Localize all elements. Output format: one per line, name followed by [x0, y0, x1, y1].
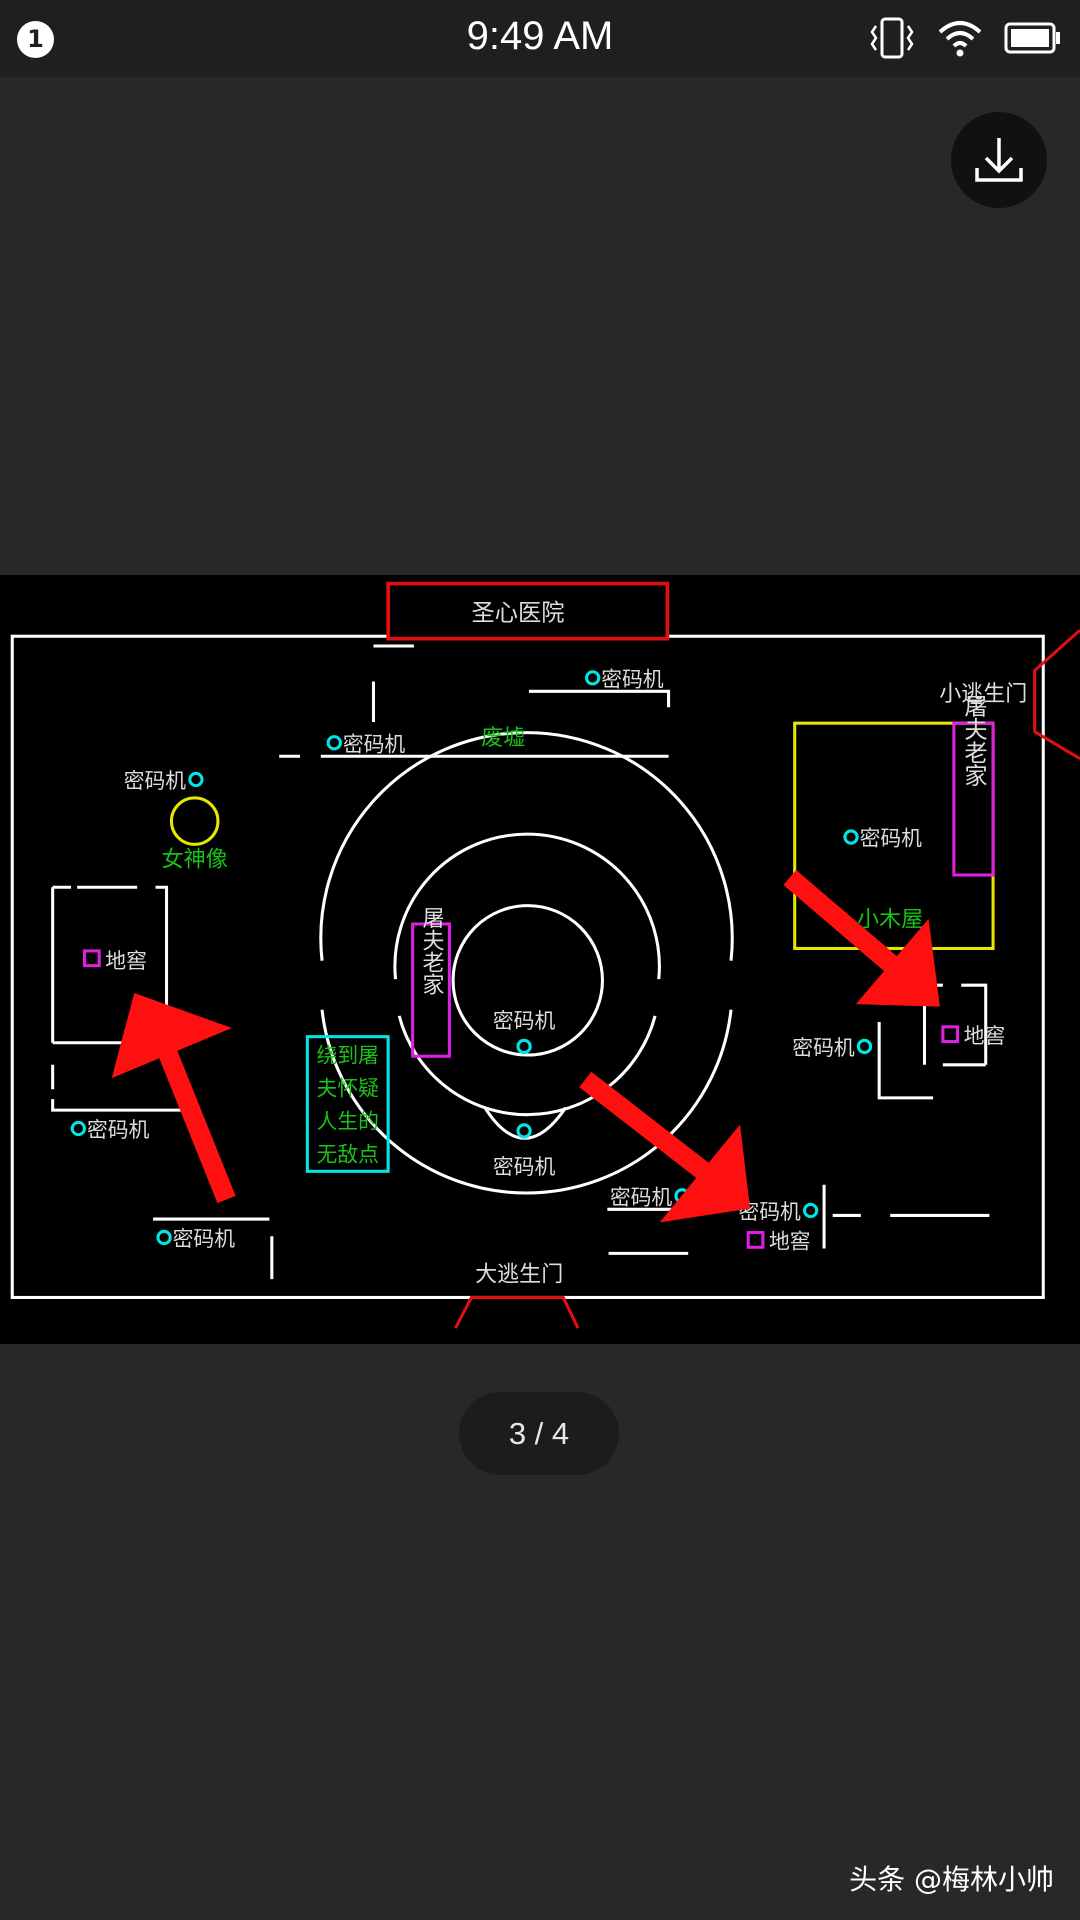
svg-text:绕到屠: 绕到屠 [317, 1043, 379, 1067]
svg-text:密码机: 密码机 [610, 1185, 673, 1209]
battery-icon [1004, 22, 1060, 54]
map-image: 圣心医院 小逃生门 大逃生门 废墟 女神像 小木屋 密码机 密码机 密码机 密码… [0, 575, 1080, 1344]
arrow-bottom [579, 1071, 723, 1189]
hatch-markers [82, 949, 960, 1249]
killer-home-label-center: 屠夫老家 [419, 907, 445, 996]
arrow-left [147, 1021, 236, 1204]
svg-text:密码机: 密码机 [87, 1118, 150, 1142]
page-indicator: 3 / 4 [459, 1392, 619, 1475]
exit-markers [454, 628, 1080, 1329]
tip-text: 绕到屠 夫怀疑 人生的 无敌点 [317, 1043, 379, 1166]
watermark: 头条 @梅林小帅 [849, 1863, 1054, 1896]
svg-text:密码机: 密码机 [493, 1155, 556, 1179]
download-icon [975, 138, 1023, 182]
svg-text:密码机: 密码机 [860, 827, 923, 851]
hospital-title: 圣心医院 [471, 599, 564, 626]
svg-text:密码机: 密码机 [173, 1227, 236, 1251]
svg-text:夫怀疑: 夫怀疑 [317, 1076, 379, 1100]
svg-text:无敌点: 无敌点 [317, 1143, 379, 1167]
small-exit-label: 小逃生门 [939, 682, 1027, 707]
status-bar: 1 9:49 AM [0, 0, 1080, 77]
statue-marker [169, 796, 220, 846]
svg-text:密码机: 密码机 [343, 732, 406, 756]
cabin-label: 小木屋 [857, 907, 923, 932]
download-button[interactable] [951, 112, 1047, 208]
arrow-right-head [855, 918, 940, 1007]
arrow-right [783, 870, 915, 987]
tip-box [305, 1035, 390, 1173]
cipher-labels: 密码机 密码机 密码机 密码机 密码机 密码机 密码机 密码机 密码机 密码机 … [87, 667, 922, 1251]
arrow-bottom-head [659, 1124, 751, 1223]
cipher-markers [70, 670, 873, 1246]
killer-home-box-right [952, 721, 995, 877]
svg-text:地窖: 地窖 [769, 1229, 811, 1253]
killer-home-box-center [411, 922, 451, 1058]
hatch-labels: 地窖 地窖 地窖 [105, 949, 1005, 1253]
map-diagram: 圣心医院 小逃生门 大逃生门 废墟 女神像 小木屋 密码机 密码机 密码机 密码… [10, 581, 1080, 1329]
big-exit-label: 大逃生门 [475, 1263, 563, 1288]
vibrate-icon [870, 17, 914, 59]
arrow-left-head [111, 992, 232, 1079]
svg-text:密码机: 密码机 [601, 667, 664, 691]
status-time: 9:49 AM [466, 14, 614, 58]
svg-text:人生的: 人生的 [317, 1109, 379, 1133]
arrows [111, 870, 940, 1223]
svg-text:地窖: 地窖 [964, 1024, 1006, 1048]
svg-text:密码机: 密码机 [792, 1036, 855, 1060]
hospital-title-box [386, 581, 670, 641]
svg-text:地窖: 地窖 [105, 949, 147, 973]
killer-home-label-right: 屠夫老家 [960, 694, 988, 787]
svg-text:密码机: 密码机 [124, 769, 187, 793]
notification-badge: 1 [17, 21, 54, 58]
statue-label: 女神像 [162, 847, 228, 872]
wifi-icon [938, 21, 982, 57]
svg-text:密码机: 密码机 [493, 1009, 556, 1033]
ruins-label: 废墟 [481, 726, 525, 751]
